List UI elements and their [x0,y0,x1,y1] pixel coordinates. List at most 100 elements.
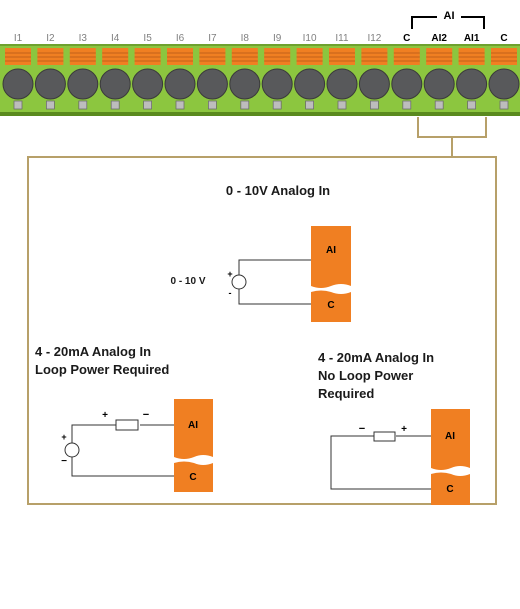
test-port [402,100,412,110]
section-0-10v: 0 - 10V Analog In AI C + - 0 - 10 V [170,183,351,322]
screw-icon [99,68,131,100]
screw-icon [358,68,390,100]
screw-icon [488,68,520,100]
no-loop-title-line1: 4 - 20mA Analog In [318,350,434,365]
ai-group-label: AI [444,10,455,22]
screw-icon [456,68,488,100]
ai-terminal-label: AI [326,245,336,256]
terminal-i1 [2,48,34,110]
terminal-i8 [229,48,261,110]
terminal-label-ai2: AI2 [431,33,447,44]
terminal-label-i10: I10 [303,33,317,44]
resistor-icon [373,431,396,442]
source-minus-sign: - [229,288,232,298]
source-minus-sign: − [61,456,67,467]
terminal-label-i4: I4 [111,33,120,44]
terminal-label-i11: I11 [335,33,349,44]
loop-powered-title-line1: 4 - 20mA Analog In [35,344,151,359]
ai-terminal-label: AI [445,431,455,442]
wiring-examples-panel [27,156,497,505]
c-terminal-block [311,290,351,322]
terminal-i9 [261,48,293,110]
current-source-icon [64,442,80,458]
terminal-c [488,48,520,110]
terminal-label-i9: I9 [273,33,282,44]
terminal-label-i3: I3 [79,33,88,44]
terminal-label-c: C [500,33,507,44]
screw-icon [196,68,228,100]
test-port [110,100,120,110]
screw-icon [67,68,99,100]
terminal-ai2 [423,48,455,110]
source-voltage-label: 0 - 10 V [170,276,205,287]
terminal-label-i6: I6 [176,33,185,44]
test-port [272,100,282,110]
terminal-label-ai1: AI1 [464,33,480,44]
terminal-c [391,48,423,110]
screw-icon [261,68,293,100]
terminal-label-i2: I2 [46,33,55,44]
resistor-plus-sign: + [401,424,407,435]
ai-group-bracket: AI [411,9,485,29]
no-loop-title-line3: Required [318,386,374,401]
section-loop-powered: 4 - 20mA Analog In Loop Power Required A… [35,344,213,492]
terminal-label-i8: I8 [241,33,250,44]
screw-icon [391,68,423,100]
terminal-i6 [164,48,196,110]
loop-powered-title-line2: Loop Power Required [35,362,169,377]
terminal-i5 [132,48,164,110]
terminal-label-i7: I7 [208,33,217,44]
screw-icon [164,68,196,100]
terminal-i10 [294,48,326,110]
screw-icon [229,68,261,100]
screw-icon [294,68,326,100]
terminal-i2 [34,48,66,110]
resistor-icon [115,419,139,431]
c-terminal-label: C [327,300,334,311]
screw-icon [326,68,358,100]
c-terminal-block [174,461,213,492]
test-port [369,100,379,110]
test-port [337,100,347,110]
test-port [499,100,509,110]
section-no-loop-power: 4 - 20mA Analog In No Loop Power Require… [318,350,470,505]
screw-icon [2,68,34,100]
c-terminal-block [431,472,470,505]
terminal-labels: I1 I2 I3 I4 I5 I6 I7 I8 I9 I10 I11 I12 C AI2 AI1 C [14,33,508,44]
terminal-ai1 [456,48,488,110]
screw-icon [423,68,455,100]
test-port [467,100,477,110]
test-port [46,100,55,110]
terminal-i11 [326,48,358,110]
resistor-minus-sign: − [143,409,149,421]
terminal-label-c: C [403,33,410,44]
test-port [175,100,185,110]
panel-connector [417,117,487,157]
terminal-block [0,44,520,116]
screw-icon [34,68,66,100]
no-loop-title-line2: No Loop Power [318,368,413,383]
terminal-label-i1: I1 [14,33,23,44]
test-port [434,100,444,110]
ai-terminal-label: AI [188,420,198,431]
terminal-i7 [196,48,228,110]
c-terminal-label: C [189,472,196,483]
test-port [13,100,23,110]
terminal-i4 [99,48,131,110]
source-plus-sign: + [227,269,232,279]
test-port [207,100,217,110]
voltage-source-icon [231,274,247,290]
test-port [143,100,153,110]
terminal-label-i12: I12 [367,33,381,44]
terminal-i12 [358,48,390,110]
ai-terminal-block [174,399,213,459]
test-port [305,100,315,110]
resistor-plus-sign: + [102,410,108,421]
terminal-label-i5: I5 [143,33,152,44]
source-plus-sign: + [61,432,66,442]
resistor-minus-sign: − [359,423,365,435]
ai-terminal-block [311,226,351,288]
ai-terminal-block [431,409,470,470]
section-0-10v-title: 0 - 10V Analog In [226,183,330,198]
